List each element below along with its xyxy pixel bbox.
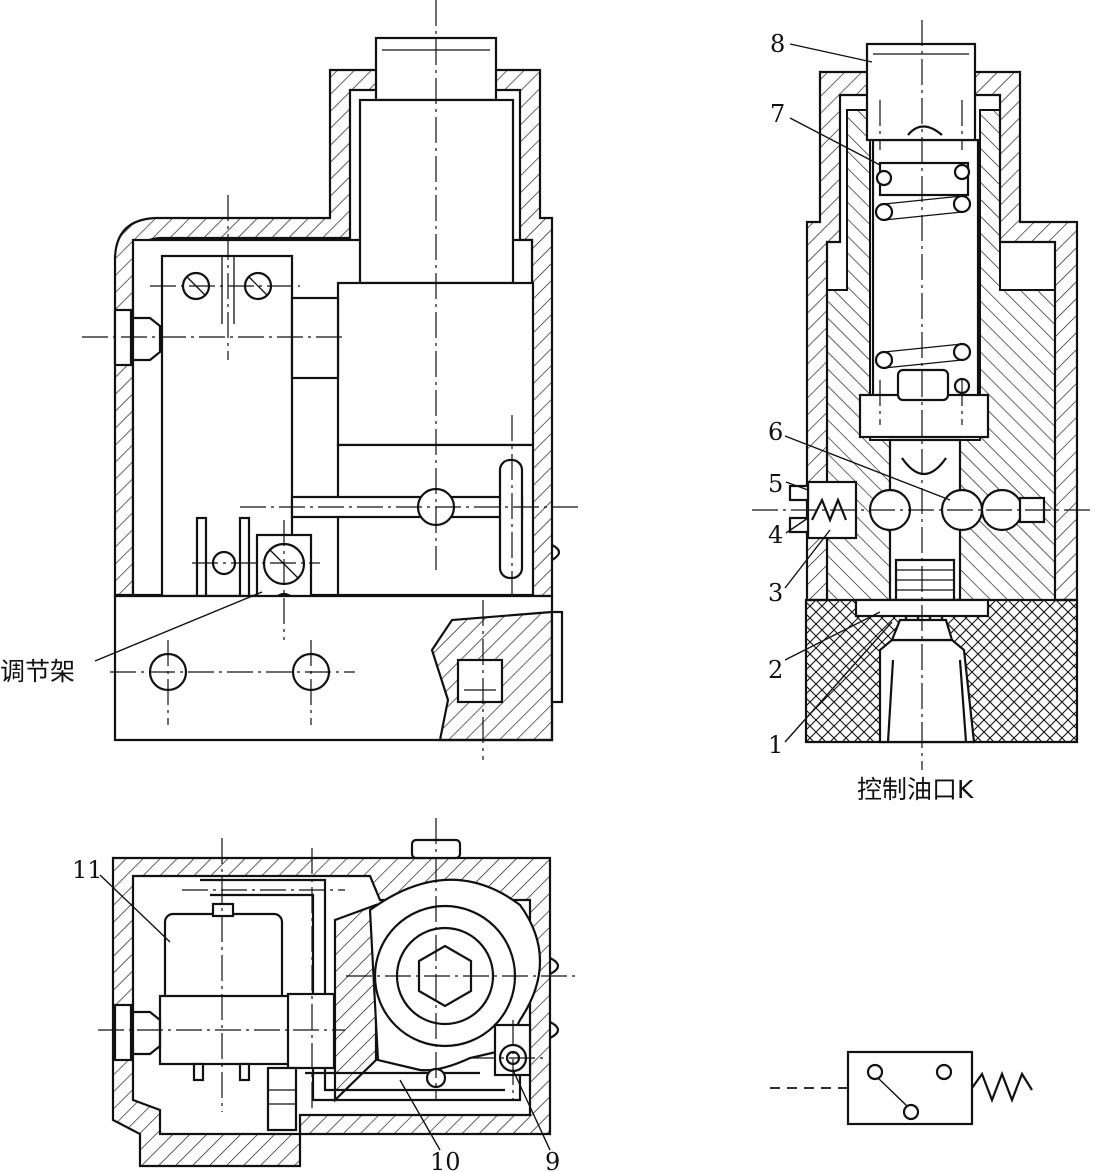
part-number-1: 1 bbox=[768, 731, 783, 759]
front-view: 调节架 bbox=[0, 0, 580, 760]
part-number-9: 9 bbox=[545, 1148, 560, 1172]
switch-clamp bbox=[286, 992, 336, 1070]
part-number-7: 7 bbox=[770, 100, 785, 128]
adjust-screw-8 bbox=[865, 42, 977, 142]
control-port bbox=[878, 638, 976, 744]
bottom-screw bbox=[266, 1066, 298, 1132]
part-number-4: 4 bbox=[768, 521, 783, 549]
microswitch-11 bbox=[163, 912, 284, 1006]
pressure-relay-symbol bbox=[770, 1050, 1033, 1126]
part-number-5: 5 bbox=[768, 470, 783, 498]
spring-seat-upper bbox=[878, 161, 970, 197]
base-plug bbox=[456, 658, 504, 704]
symbol-contact-b bbox=[935, 1063, 953, 1081]
symbol-contact-c bbox=[902, 1103, 920, 1121]
spring-7 bbox=[874, 163, 972, 395]
symbol-contact-a bbox=[866, 1063, 884, 1081]
control-port-caption: 控制油口K bbox=[857, 775, 974, 804]
spring-seat-lower bbox=[858, 393, 990, 439]
lever-10 bbox=[200, 878, 522, 1102]
section-view: 8 7 6 5 4 3 2 1 控制油口K bbox=[752, 20, 1095, 804]
part-number-3: 3 bbox=[768, 579, 783, 607]
part-number-10: 10 bbox=[430, 1148, 461, 1172]
part-number-8: 8 bbox=[770, 30, 785, 58]
label-adjust-frame: 调节架 bbox=[0, 657, 75, 686]
bottom-view: 11 10 9 bbox=[72, 818, 580, 1172]
switch-link bbox=[290, 296, 340, 380]
symbol-spring bbox=[971, 1070, 1033, 1104]
part-number-2: 2 bbox=[768, 656, 783, 684]
part-number-6: 6 bbox=[768, 418, 783, 446]
guide-pin bbox=[498, 458, 524, 580]
part-number-11: 11 bbox=[72, 856, 103, 884]
